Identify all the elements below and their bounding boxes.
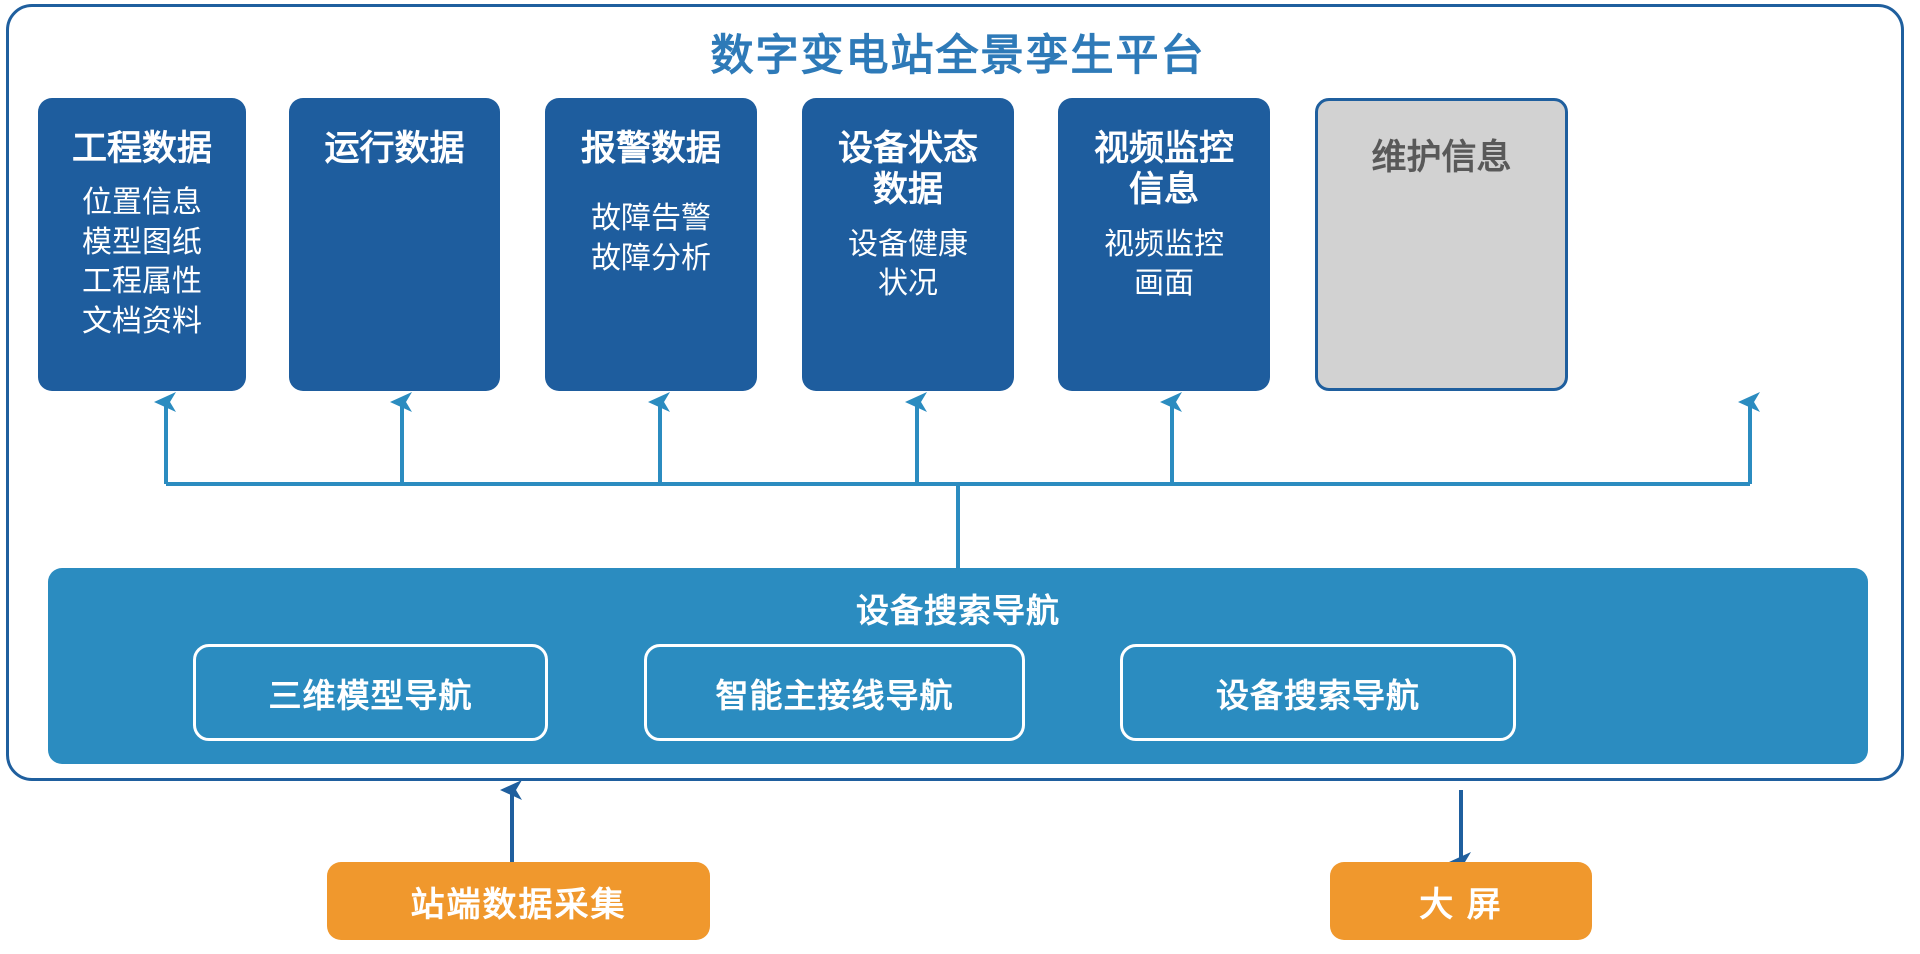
device-search-nav-band: 设备搜索导航 三维模型导航 智能主接线导航 设备搜索导航 — [48, 568, 1868, 764]
big-screen-label: 大 屏 — [1419, 885, 1503, 924]
nav-button-label: 智能主接线导航 — [715, 676, 954, 714]
nav-button-smart-main-wiring[interactable]: 智能主接线导航 — [644, 644, 1025, 741]
nav-button-label: 设备搜索导航 — [1216, 676, 1420, 714]
station-data-acquisition-box[interactable]: 站端数据采集 — [327, 862, 710, 940]
card-items: 设备健康 状况 — [848, 227, 968, 301]
card-items: 故障告警 故障分析 — [591, 202, 711, 275]
big-screen-box[interactable]: 大 屏 — [1330, 862, 1592, 940]
nav-button-device-search[interactable]: 设备搜索导航 — [1120, 644, 1516, 741]
card-alarm-data[interactable]: 报警数据 故障告警 故障分析 — [545, 98, 757, 391]
nav-band-title: 设备搜索导航 — [856, 592, 1060, 629]
card-title: 视频监控 信息 — [1093, 129, 1234, 210]
station-data-acquisition-label: 站端数据采集 — [410, 885, 627, 924]
nav-button-3d-model[interactable]: 三维模型导航 — [193, 644, 548, 741]
card-title: 工程数据 — [71, 129, 212, 168]
card-engineering-data[interactable]: 工程数据 位置信息 模型图纸 工程属性 文档资料 — [38, 98, 246, 391]
card-title: 运行数据 — [324, 129, 465, 168]
card-title: 维护信息 — [1371, 138, 1512, 177]
platform-title: 数字变电站全景孪生平台 — [710, 32, 1206, 80]
card-maintenance-info[interactable]: 维护信息 — [1315, 98, 1568, 391]
card-device-status-data[interactable]: 设备状态 数据 设备健康 状况 — [802, 98, 1014, 391]
card-items: 视频监控 画面 — [1104, 227, 1224, 301]
card-title: 报警数据 — [580, 129, 721, 168]
card-title: 设备状态 数据 — [837, 129, 978, 210]
card-items: 位置信息 模型图纸 工程属性 文档资料 — [82, 186, 202, 339]
card-operation-data[interactable]: 运行数据 — [289, 98, 500, 391]
nav-button-label: 三维模型导航 — [268, 676, 473, 714]
data-cards-row: 工程数据 位置信息 模型图纸 工程属性 文档资料 运行数据 报警数据 故障告警 … — [30, 98, 1868, 468]
card-video-monitoring-info[interactable]: 视频监控 信息 视频监控 画面 — [1058, 98, 1270, 391]
